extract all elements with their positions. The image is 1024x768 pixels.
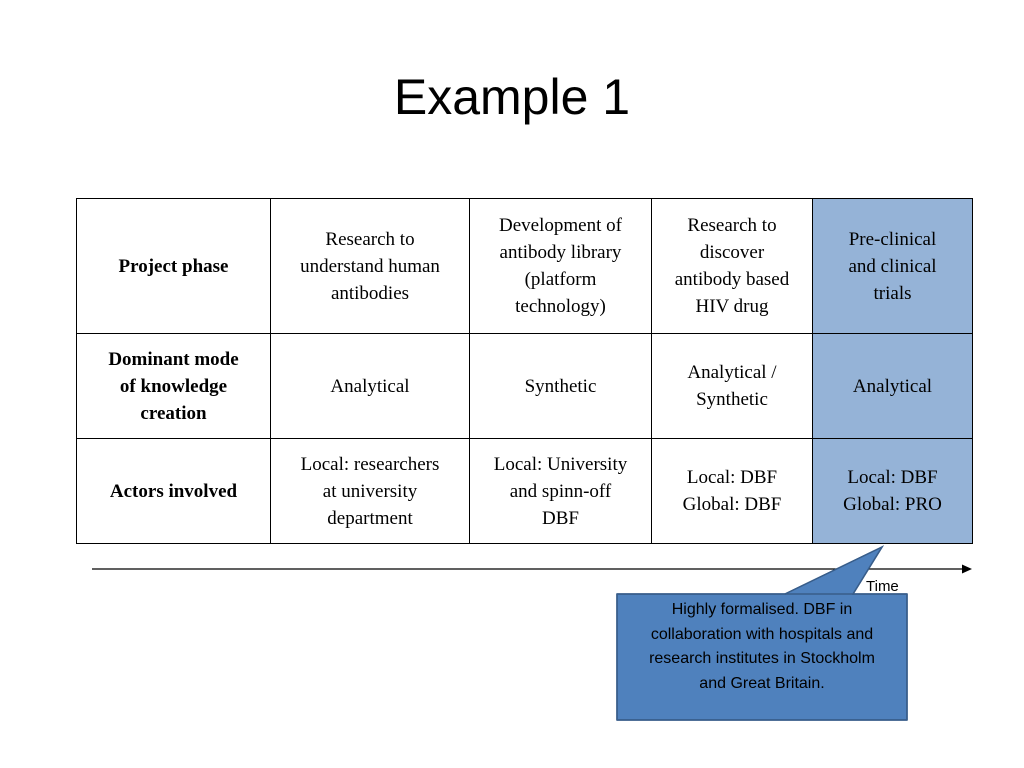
cell-line: and spinn-off [509, 480, 612, 502]
project-phase-table: Project phase Research to understand hum… [76, 198, 973, 544]
row-header-knowledge-mode: Dominant mode of knowledge creation [76, 333, 271, 439]
timeline-arrowhead-icon [962, 564, 972, 574]
cell-line: Synthetic [524, 375, 597, 397]
cell-line: technology) [515, 296, 606, 317]
row-header-project-phase: Project phase [76, 198, 271, 334]
callout-line: research institutes in Stockholm [649, 650, 875, 667]
cell-line: trials [873, 282, 912, 304]
cell-mode-2: Synthetic [469, 333, 652, 439]
cell-line: understand human [300, 255, 440, 277]
callout-line: collaboration with hospitals and [650, 625, 874, 643]
cell-line: (platform [524, 269, 597, 290]
cell-line: Analytical / [687, 362, 777, 383]
cell-line: Local: DBF [686, 467, 778, 488]
cell-line: Development of [499, 215, 622, 236]
cell-line: Pre-clinical [848, 228, 937, 250]
cell-line: Project phase [118, 255, 229, 277]
cell-line: Local: University [493, 453, 628, 475]
cell-line: Global: PRO [843, 494, 942, 515]
cell-preclinical-trials: Pre-clinical and clinical trials [812, 198, 973, 334]
timeline-label: Time [866, 578, 899, 595]
cell-research-hiv-drug: Research to discover antibody based HIV … [651, 198, 813, 334]
cell-mode-4: Analytical [812, 333, 973, 439]
cell-line: and clinical [848, 255, 937, 277]
cell-line: HIV drug [695, 296, 769, 317]
table-row-actors: Actors involved Local: researchers at un… [76, 438, 973, 544]
cell-actors-4: Local: DBF Global: PRO [812, 438, 973, 544]
cell-line: at university [322, 480, 418, 502]
callout-line: and Great Britain. [699, 674, 825, 692]
cell-line: Global: DBF [682, 494, 782, 515]
cell-actors-1: Local: researchers at university departm… [270, 438, 470, 544]
table-row-knowledge-mode: Dominant mode of knowledge creation Anal… [76, 333, 973, 439]
cell-line: Research to [687, 215, 777, 236]
slide-title: Example 1 [393, 69, 631, 125]
cell-line: antibody based [674, 269, 790, 290]
cell-line: antibody library [499, 242, 622, 263]
cell-line: Research to [325, 228, 415, 250]
callout-text: Highly formalised. DBF in collaboration … [620, 598, 904, 696]
cell-line: Analytical [330, 375, 410, 397]
cell-line: Dominant mode [108, 348, 239, 370]
cell-line: department [327, 507, 413, 529]
cell-actors-3: Local: DBF Global: DBF [651, 438, 813, 544]
cell-actors-2: Local: University and spinn-off DBF [469, 438, 652, 544]
cell-line: antibodies [330, 282, 410, 304]
cell-line: Local: researchers [300, 453, 440, 475]
cell-line: discover [699, 242, 765, 263]
cell-line: Local: DBF [847, 467, 938, 488]
cell-line: Actors involved [109, 480, 238, 502]
cell-line: Synthetic [696, 389, 768, 410]
cell-mode-1: Analytical [270, 333, 470, 439]
cell-research-human-antibodies: Research to understand human antibodies [270, 198, 470, 334]
cell-development-antibody-library: Development of antibody library (platfor… [469, 198, 652, 334]
cell-line: DBF [542, 507, 579, 529]
cell-line: creation [140, 402, 207, 424]
table-row-project-phase: Project phase Research to understand hum… [76, 198, 973, 334]
row-header-actors: Actors involved [76, 438, 271, 544]
cell-line: of knowledge [119, 375, 228, 397]
cell-line: Analytical [852, 375, 933, 397]
callout-line: Highly formalised. DBF in [671, 601, 853, 618]
